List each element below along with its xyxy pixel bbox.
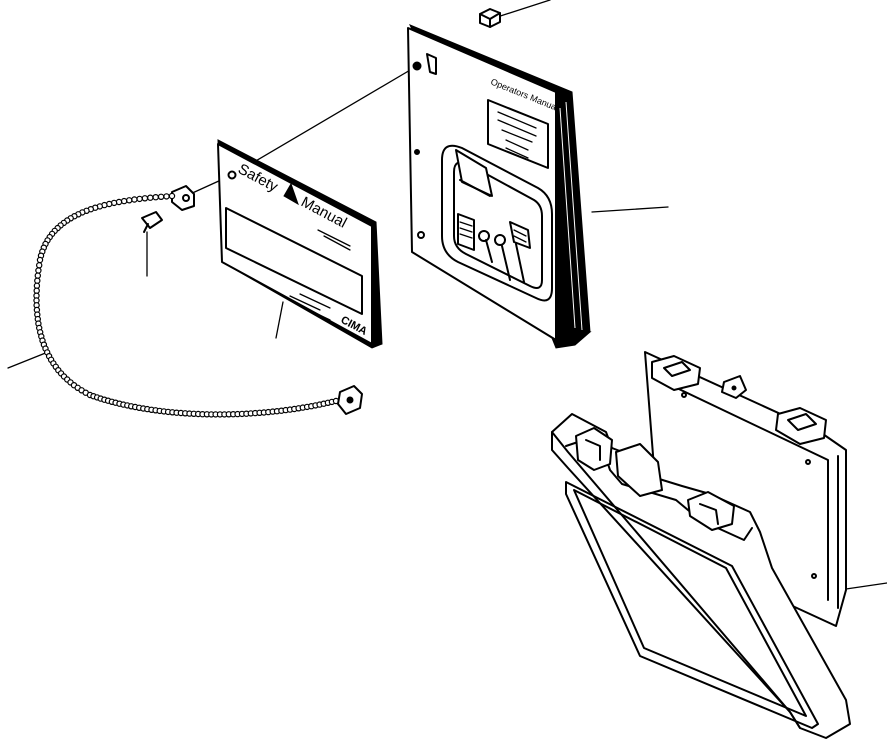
manual-holder — [551, 351, 851, 739]
warning-triangle-icon — [283, 182, 299, 206]
chain-bead — [34, 272, 42, 279]
safety-manual: Safety Manual CIMA — [217, 139, 383, 349]
chain-bead — [36, 256, 44, 264]
chain-bead — [120, 197, 128, 205]
chain-bead — [36, 262, 43, 269]
leader-lines — [7, 0, 887, 590]
holder-clip-right — [775, 407, 827, 445]
chain-bead — [115, 198, 123, 206]
operators-manual: Operators Manual — [407, 24, 592, 349]
illustration-book-icon — [455, 149, 493, 197]
chain-bead — [152, 193, 159, 201]
holder-window — [565, 481, 819, 729]
chain-bead — [141, 195, 149, 202]
chain-end-tag — [337, 385, 363, 415]
assembly-line — [231, 65, 418, 176]
illustration-spoon-icon — [494, 234, 506, 246]
cover-illustration-frame — [441, 144, 553, 302]
chain-bead — [136, 195, 143, 203]
leader-line-chain — [7, 351, 49, 369]
chain-bead — [157, 193, 165, 200]
cover-white-panel — [225, 207, 363, 315]
chain-bead — [125, 197, 133, 204]
holder-slot-left — [575, 427, 613, 471]
chain-bead — [168, 192, 176, 200]
holder-slot-right — [687, 491, 735, 531]
bead-chain — [33, 192, 340, 418]
screw-top — [479, 8, 501, 28]
leader-line-safety-manual — [275, 301, 284, 339]
holder-clip-left — [651, 355, 701, 391]
screw-small — [141, 211, 163, 233]
holder-hinge-tab — [615, 443, 663, 497]
chain-bead — [131, 196, 138, 203]
chain-bead — [34, 277, 41, 284]
leader-line-operators-manual — [591, 206, 669, 213]
chain-bead — [147, 194, 154, 201]
cover-label-box — [487, 99, 549, 169]
leader-line-holder — [845, 582, 887, 590]
chain-clip-top — [171, 185, 195, 211]
chain-bead — [163, 193, 170, 200]
chain-bead — [35, 267, 42, 274]
